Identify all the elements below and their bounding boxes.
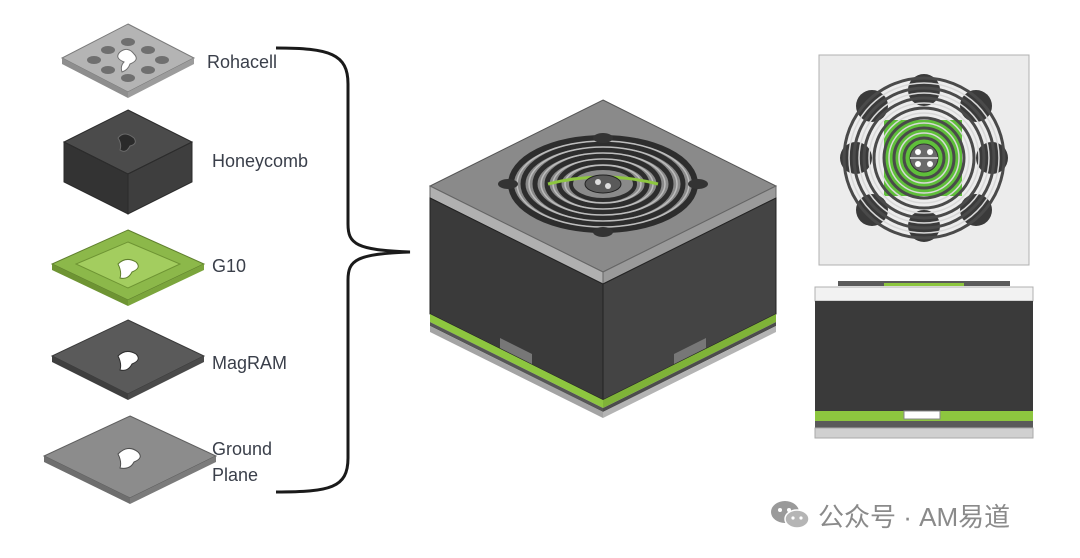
watermark: 公众号 · AM易道 [770,497,1010,533]
curly-brace [275,46,411,494]
top-view-render [818,54,1030,266]
honeycomb-label: Honeycomb [212,151,309,171]
g10-layer [50,229,206,306]
ground-plane-label: Ground Plane [212,439,273,485]
honeycomb-layer [62,109,194,215]
rohacell-label: Rohacell [207,52,278,72]
rohacell-layer [60,23,196,98]
wechat-icon [771,501,810,529]
watermark-text: 公众号 · AM易道 [818,501,1011,532]
ground-plane-layer [42,415,218,504]
g10-label: G10 [212,256,247,276]
assembled-block-render [428,99,778,418]
magram-label: MagRAM [212,353,288,373]
side-view-render [814,281,1034,439]
magram-layer [50,319,206,400]
